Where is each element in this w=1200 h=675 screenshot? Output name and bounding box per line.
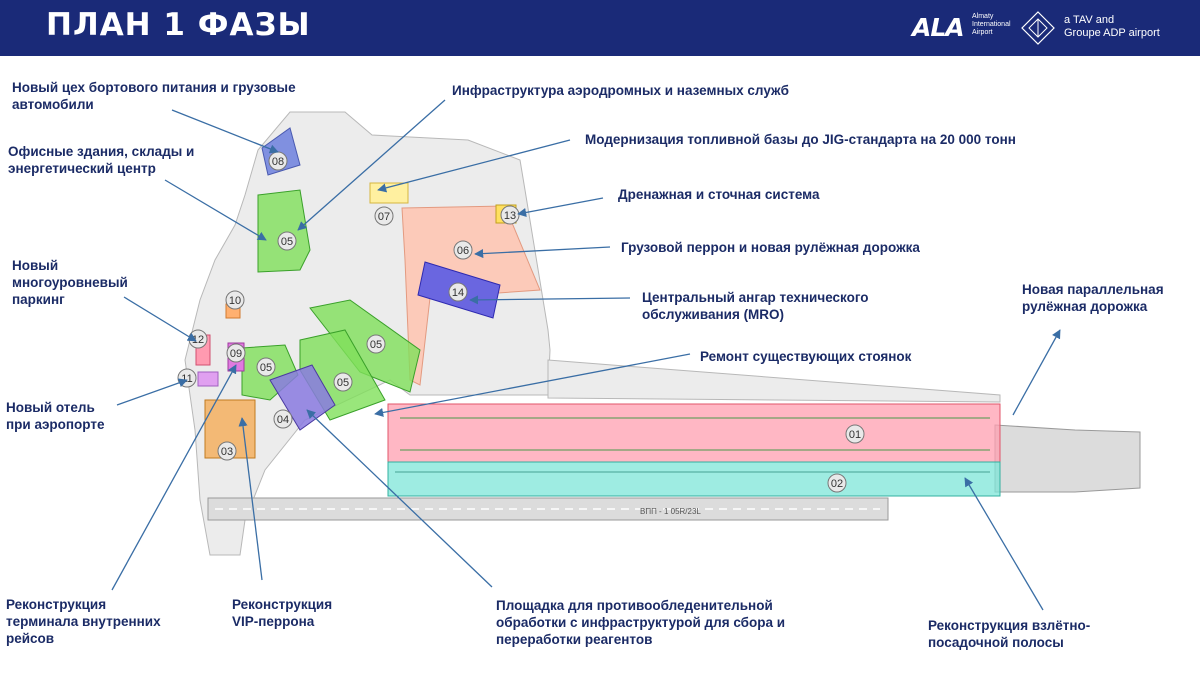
arrow-cargo: [474, 246, 611, 259]
zone-marker-05-west: 05: [256, 357, 276, 377]
arrow-vip: [238, 417, 263, 581]
zone-marker-09: 09: [226, 343, 246, 363]
zone-01: [387, 403, 1001, 463]
zone-marker-01: 01: [845, 424, 865, 444]
zone-11: [197, 371, 219, 387]
ala-logo: ALA Almaty International Airport: [912, 8, 1024, 48]
svg-text:07: 07: [378, 211, 390, 223]
zone-marker-05-north: 05: [277, 231, 297, 251]
zone-05-north: [257, 189, 311, 273]
svg-text:11: 11: [181, 373, 192, 385]
svg-text:13: 13: [504, 210, 516, 222]
svg-text:01: 01: [849, 429, 861, 441]
svg-text:05: 05: [370, 339, 382, 351]
arrow-drainage: [517, 197, 604, 217]
arrow-offices: [164, 179, 267, 241]
zone-02: [387, 461, 1001, 497]
label-runway: Реконструкция взлётно- посадочной полосы: [928, 618, 1091, 650]
svg-text:14: 14: [452, 287, 464, 299]
arrow-catering: [171, 109, 279, 154]
runway-mark: ВПП - 1 05R/23L: [640, 507, 701, 516]
label-vip: Реконструкция VIP-перрона: [232, 597, 333, 629]
label-hotel: Новый отель при аэропорте: [6, 400, 105, 432]
zone-marker-03: 03: [217, 441, 237, 461]
svg-text:05: 05: [281, 236, 293, 248]
arrow-stands: [374, 353, 691, 417]
zone-marker-08: 08: [268, 151, 288, 171]
tav-caption: a TAV and Groupe ADP airport: [1064, 14, 1160, 39]
runway: ВПП - 1 05R/23L: [207, 424, 1141, 521]
zone-marker-05-mid: 05: [366, 334, 386, 354]
zone-marker-04: 04: [273, 409, 293, 429]
ala-logo-word: ALA: [912, 13, 965, 42]
svg-text:05: 05: [260, 362, 272, 374]
arrow-taxiway: [1012, 329, 1061, 416]
label-taxiway: Новая параллельная рулёжная дорожка: [1022, 282, 1164, 314]
label-deicing: Площадка для противообледенительной обра…: [496, 598, 786, 647]
label-parking: Новый многоуровневый паркинг: [12, 258, 128, 307]
svg-text:08: 08: [272, 156, 284, 168]
arrow-runway: [964, 477, 1044, 611]
label-stands: Ремонт существующих стоянок: [700, 349, 912, 364]
label-drainage: Дренажная и сточная система: [618, 187, 820, 202]
zone-marker-06: 06: [453, 240, 473, 260]
label-ground-services: Инфраструктура аэродромных и наземных сл…: [452, 83, 789, 98]
label-mro: Центральный ангар технического обслужива…: [642, 290, 869, 322]
arrow-hotel: [116, 378, 188, 406]
zone-marker-05-center: 05: [333, 372, 353, 392]
zone-marker-11: 11: [177, 368, 197, 388]
svg-text:09: 09: [230, 348, 242, 360]
svg-text:04: 04: [277, 414, 289, 426]
zone-07: [369, 182, 409, 204]
label-offices: Офисные здания, склады и энергетический …: [8, 144, 195, 176]
svg-text:06: 06: [457, 245, 469, 257]
ala-logo-caption: Almaty International Airport: [972, 13, 1011, 36]
arrow-terminal: [111, 364, 237, 591]
label-terminal: Реконструкция терминала внутренних рейсо…: [6, 597, 161, 646]
tav-emblem-icon: [1021, 11, 1055, 45]
zone-marker-02: 02: [827, 473, 847, 493]
zone-marker-13: 13: [500, 205, 520, 225]
header-bar: ПЛАН 1 ФАЗЫ ALA Almaty International Air…: [0, 0, 1200, 56]
arrow-deicing: [306, 409, 493, 588]
arrow-mro: [469, 295, 631, 305]
arrow-fuel: [377, 139, 571, 193]
page-title: ПЛАН 1 ФАЗЫ: [46, 7, 311, 43]
svg-text:02: 02: [831, 478, 843, 490]
zone-marker-14: 14: [448, 282, 468, 302]
arrow-parking: [123, 296, 197, 342]
svg-text:05: 05: [337, 377, 349, 389]
tav-logo: a TAV and Groupe ADP airport: [1018, 8, 1188, 48]
zone-marker-07: 07: [374, 206, 394, 226]
label-cargo: Грузовой перрон и новая рулёжная дорожка: [621, 240, 920, 255]
zone-marker-10: 10: [225, 290, 245, 310]
label-catering: Новый цех бортового питания и грузовые а…: [12, 80, 296, 112]
svg-text:03: 03: [221, 446, 233, 458]
label-fuel: Модернизация топливной базы до JIG-станд…: [585, 132, 1016, 147]
arrow-ground-services: [297, 99, 446, 231]
svg-text:10: 10: [229, 295, 241, 307]
